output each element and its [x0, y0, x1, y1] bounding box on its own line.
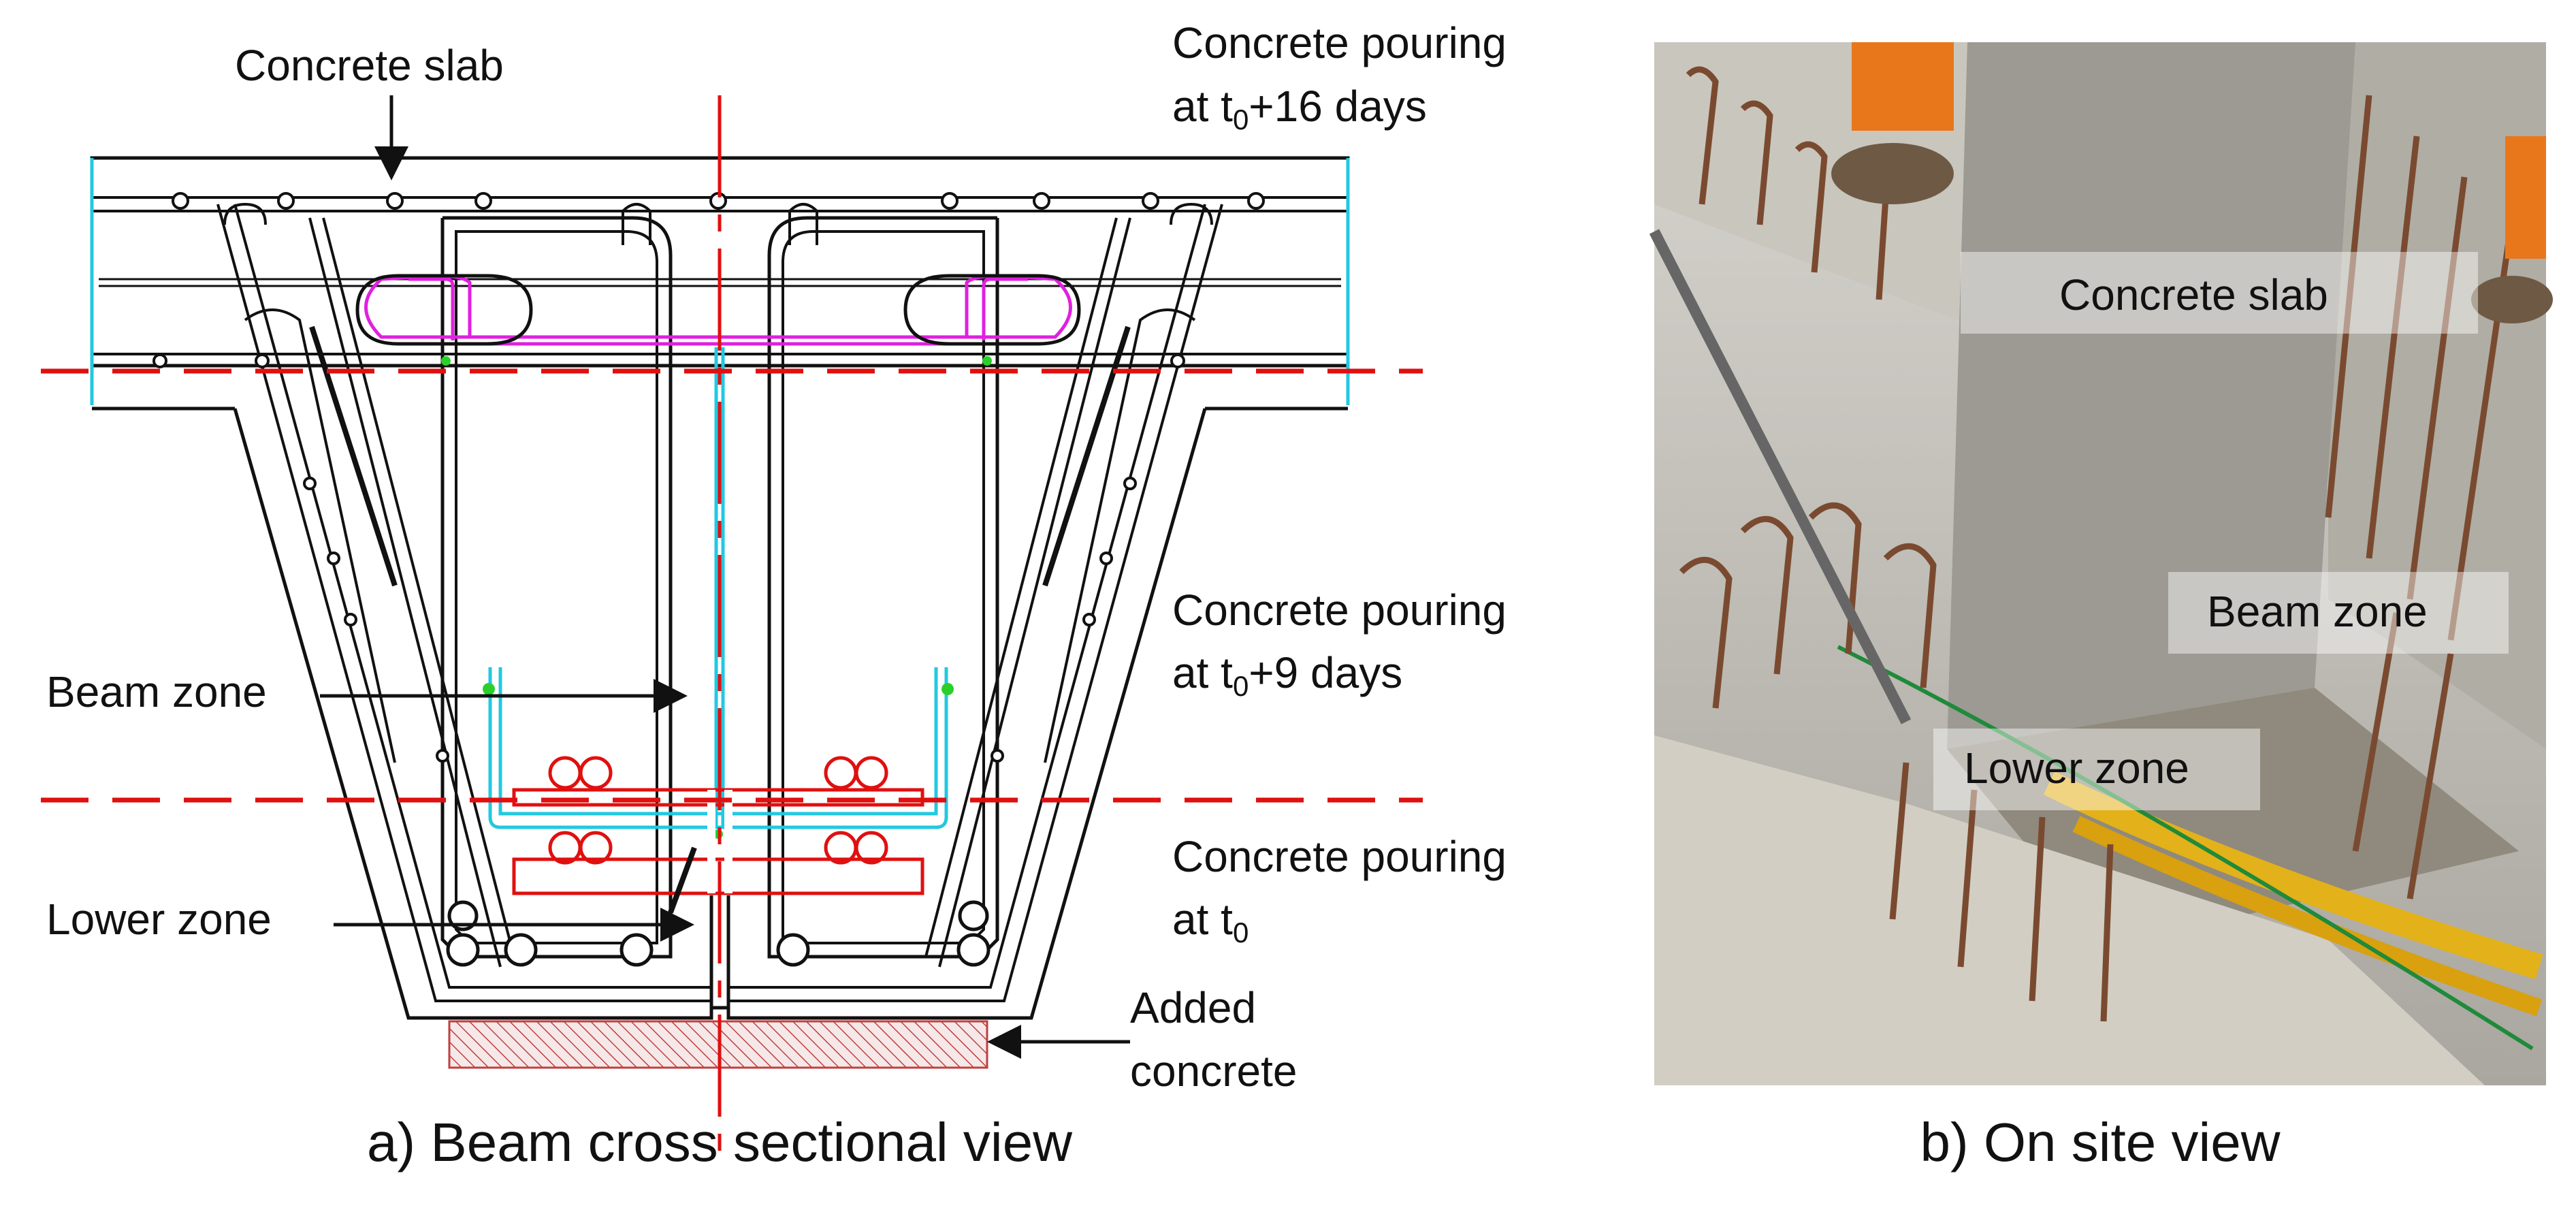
svg-text:at t0: at t0 [1172, 895, 1249, 948]
pour-label-1: Concrete pouring at t0+16 days [1172, 18, 1507, 135]
label-beam-zone: Beam zone [46, 667, 267, 716]
annotation-arrows [320, 95, 1130, 1059]
svg-text:Concrete pouring: Concrete pouring [1172, 832, 1507, 881]
label-concrete-slab: Concrete slab [235, 41, 504, 90]
svg-text:Concrete pouring: Concrete pouring [1172, 18, 1507, 67]
label-added-concrete-1: Added [1130, 983, 1256, 1032]
slab-rebar-dots [152, 192, 1265, 763]
photo-label-concrete-slab: Concrete slab [2059, 270, 2328, 319]
beam-outline [233, 408, 1207, 1020]
pour-label-3: Concrete pouring at t0 [1172, 832, 1507, 948]
prestressing-strands [548, 756, 888, 865]
svg-text:at t0+16 days: at t0+16 days [1172, 82, 1427, 135]
pour-label-2: Concrete pouring at t0+9 days [1172, 586, 1507, 702]
cross-section-drawing [90, 156, 1350, 1020]
cyan-rebar [488, 347, 948, 829]
photo-label-lower-zone: Lower zone [1964, 744, 2189, 793]
site-photo [1649, 42, 2553, 1085]
photo-label-beam-zone: Beam zone [2207, 587, 2428, 636]
label-added-concrete-2: concrete [1130, 1047, 1297, 1096]
caption-left: a) Beam cross sectional view [367, 1112, 1072, 1173]
label-lower-zone: Lower zone [46, 895, 272, 944]
svg-text:at t0+9 days: at t0+9 days [1172, 648, 1402, 702]
svg-text:Concrete pouring: Concrete pouring [1172, 586, 1507, 635]
caption-right: b) On site view [1920, 1112, 2280, 1173]
